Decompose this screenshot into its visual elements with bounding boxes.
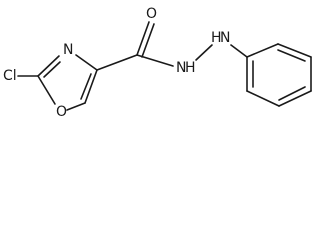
atom-labels: Cl N O O N H H N — [3, 6, 230, 120]
bond-ph-4-5-inner — [278, 86, 306, 101]
bond-c2-n3 — [37, 55, 60, 77]
bond-ph-4-5 — [278, 90, 312, 107]
atom-h-amide: H — [185, 60, 196, 76]
bond-c4-c5 — [84, 69, 98, 104]
amide-bonds — [96, 21, 248, 71]
bond-c-o-double-b — [141, 23, 155, 58]
bond-ph-2-3 — [277, 43, 312, 58]
bond-n3-c4 — [75, 54, 98, 71]
bond-o1-c2 — [37, 75, 56, 105]
bond-c4-carbonyl — [96, 54, 138, 71]
bond-n-n — [195, 44, 213, 61]
bond-c-n — [136, 54, 174, 67]
bond-n-phenyl — [230, 44, 248, 58]
bond-ph-5-6 — [246, 90, 280, 107]
atom-o-carbonyl: O — [146, 6, 157, 22]
atom-h-aniline: H — [211, 30, 222, 46]
bond-c2-n3-inner — [43, 61, 61, 78]
oxazole-ring-bonds — [37, 54, 98, 111]
atom-o-ring: O — [56, 104, 67, 120]
atom-n-ring: N — [63, 42, 73, 58]
bond-c-o-double-a — [136, 21, 150, 56]
bond-c5-o1 — [66, 102, 86, 111]
bond-ph-1-2 — [246, 43, 279, 58]
bond-c4-c5-inner — [80, 73, 92, 100]
atom-cl: Cl — [3, 68, 17, 84]
bond-ph-2-3-inner — [277, 49, 306, 62]
atom-n-amide: N — [176, 60, 186, 76]
structure-diagram: Cl N O O N H H N — [3, 6, 312, 120]
atom-n-aniline: N — [220, 30, 230, 46]
phenyl-ring-bonds — [246, 43, 312, 107]
